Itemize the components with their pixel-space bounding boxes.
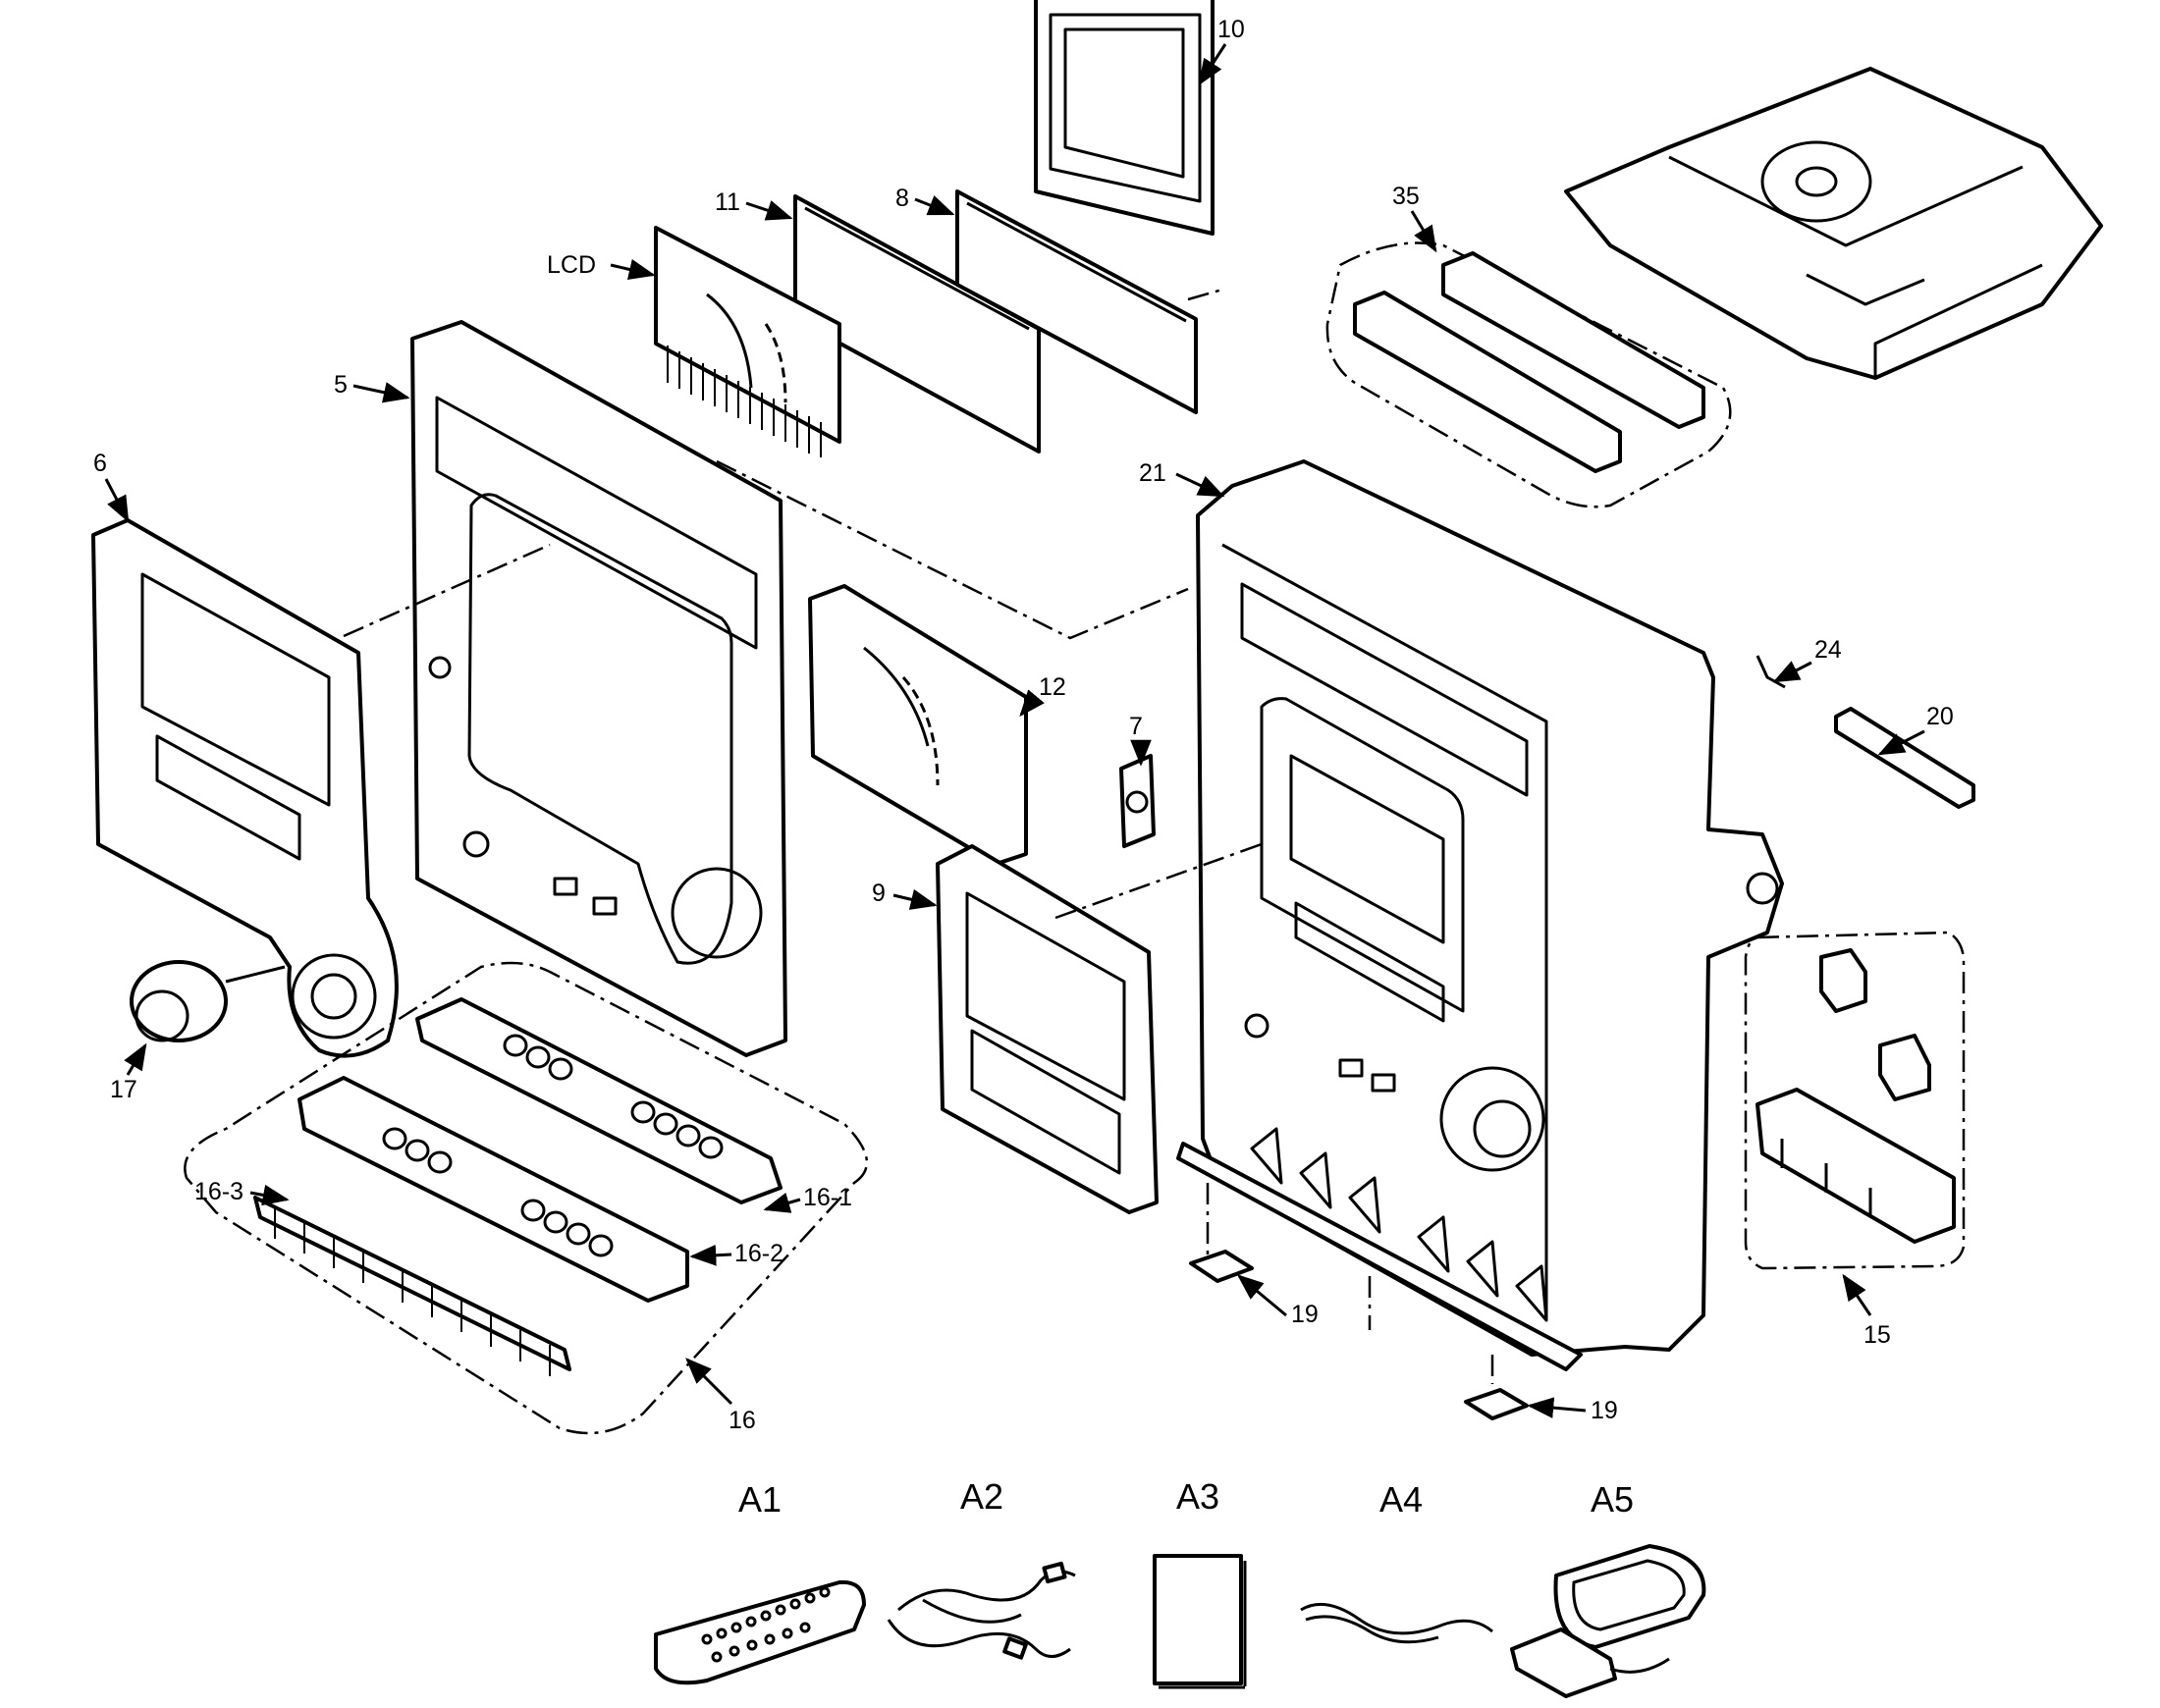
callout-17: 17 xyxy=(110,1076,137,1103)
callout-6: 6 xyxy=(93,450,107,477)
callout-20: 20 xyxy=(1926,703,1954,730)
callout-7: 7 xyxy=(1129,713,1143,740)
callout-15: 15 xyxy=(1863,1321,1891,1349)
part-6-bezel xyxy=(91,518,399,1058)
part-15-group xyxy=(1744,931,1966,1270)
callout-21: 21 xyxy=(1139,459,1166,487)
part-12-lens xyxy=(808,584,1028,866)
callout-35: 35 xyxy=(1392,183,1420,210)
callout-8: 8 xyxy=(895,185,909,212)
part-19-foot-lower xyxy=(1464,1388,1529,1420)
callout-19-lower: 19 xyxy=(1591,1397,1618,1424)
accessory-a5-am-loop-antenna: A5 xyxy=(1510,1479,1706,1698)
part-9-window-bezel xyxy=(936,844,1159,1214)
callout-24: 24 xyxy=(1814,636,1842,664)
part-5-front-panel xyxy=(410,320,787,1057)
callout-16-3: 16-3 xyxy=(194,1178,243,1205)
accessory-label-a5: A5 xyxy=(1591,1479,1634,1520)
part-20-rod xyxy=(1834,707,1975,809)
part-17-knob xyxy=(130,960,286,1042)
accessory-a1-remote: A1 xyxy=(654,1479,866,1685)
callout-16-1: 16-1 xyxy=(803,1184,852,1211)
part-16-group xyxy=(184,961,869,1435)
part-8-panel xyxy=(955,189,1198,414)
callout-16-2: 16-2 xyxy=(734,1240,783,1267)
callout-9: 9 xyxy=(872,880,886,907)
accessory-a4-fm-antenna: A4 xyxy=(1300,1479,1493,1644)
accessory-a3-manual: A3 xyxy=(1153,1476,1247,1689)
accessory-label-a1: A1 xyxy=(738,1479,782,1520)
callout-11: 11 xyxy=(715,188,740,216)
callout-16: 16 xyxy=(729,1407,756,1434)
accessory-a2-power-cord: A2 xyxy=(887,1476,1076,1660)
part-19-foot-upper xyxy=(1189,1250,1254,1283)
cd-mechanism xyxy=(1564,67,2103,380)
accessory-label-a3: A3 xyxy=(1176,1476,1219,1517)
callout-12: 12 xyxy=(1039,673,1066,701)
part-35-group xyxy=(1325,241,1732,508)
callout-5: 5 xyxy=(334,371,348,399)
callout-10: 10 xyxy=(1217,16,1245,43)
part-10-window-frame xyxy=(1034,0,1215,236)
accessory-label-a4: A4 xyxy=(1379,1479,1423,1520)
callouts: 10 11 8 LCD 35 5 6 21 12 7 24 20 9 17 16… xyxy=(93,16,1954,1434)
callout-19-upper: 19 xyxy=(1291,1301,1319,1328)
lcd-module xyxy=(654,226,841,457)
callout-lcd: LCD xyxy=(547,251,596,279)
part-7-switch xyxy=(1119,754,1156,848)
alignment-lines xyxy=(343,288,1494,1384)
accessory-label-a2: A2 xyxy=(960,1476,1003,1517)
part-21-cabinet xyxy=(1176,459,1784,1371)
part-24-spring xyxy=(1755,655,1786,689)
